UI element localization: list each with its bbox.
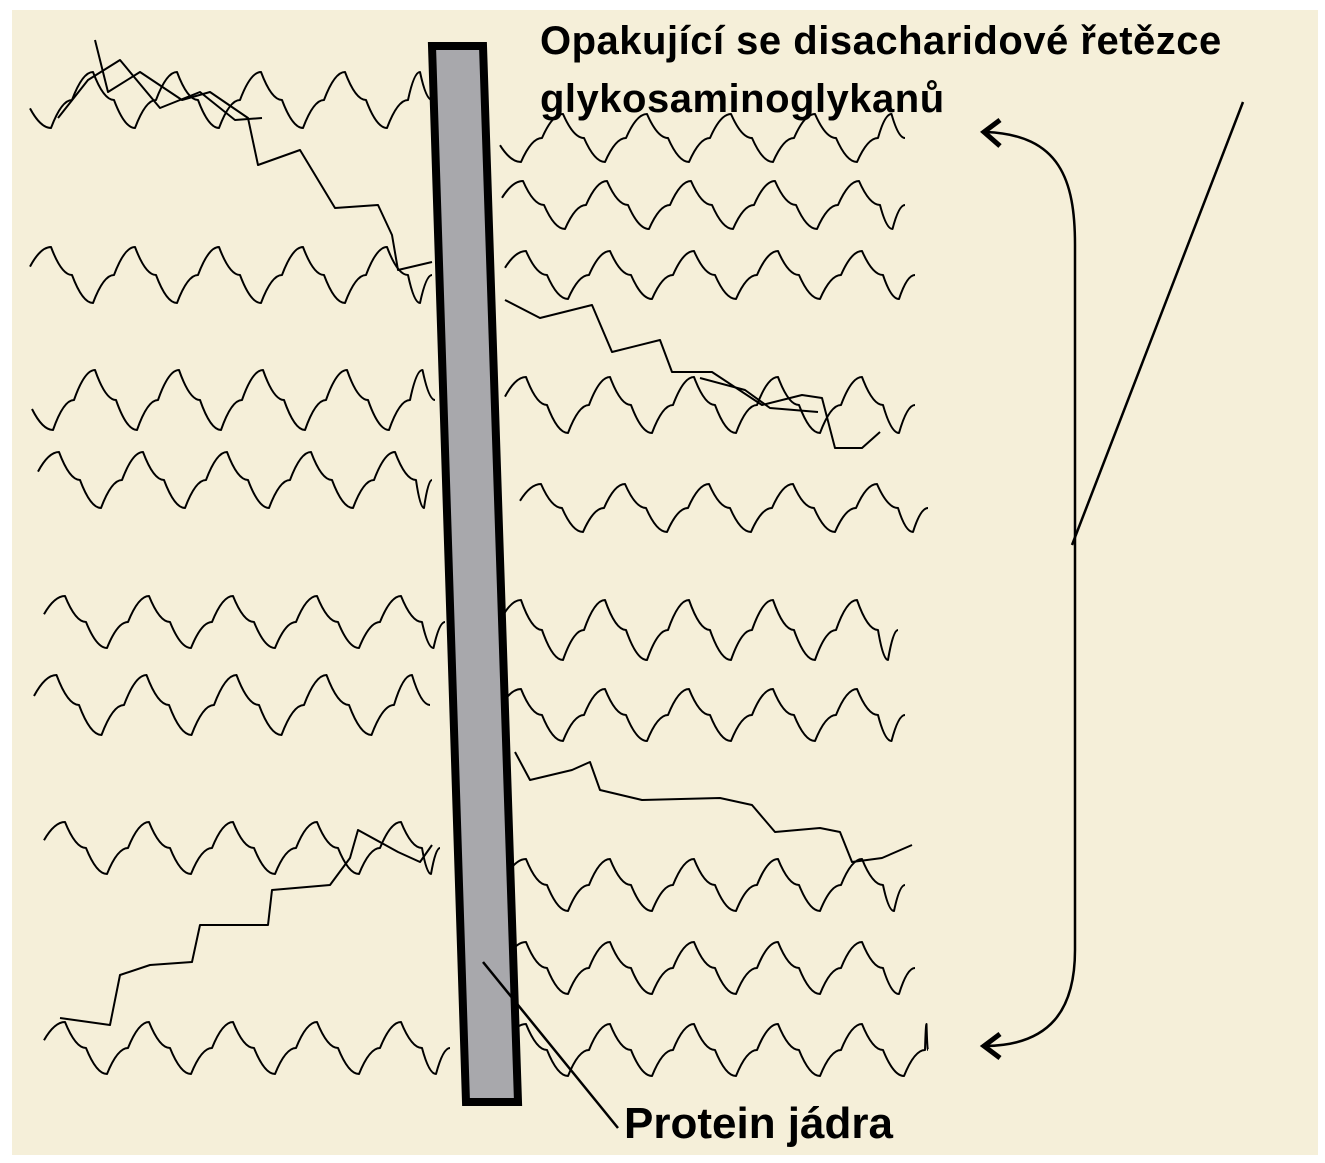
gag-chain-left (37, 451, 433, 509)
gag-chain-right (499, 113, 906, 163)
gag-chain-left (31, 369, 436, 431)
gag-label-line2: glykosaminoglykanů (540, 77, 945, 121)
tangle-strand-top (94, 39, 433, 271)
diagram-background (12, 10, 1318, 1155)
tangled-strands (57, 39, 913, 1026)
arrowhead-bottom (979, 1032, 1002, 1060)
gag-chain-left (33, 674, 431, 736)
gag-chain-left (43, 1021, 451, 1075)
gag-chain-right (499, 599, 899, 661)
gag-chain-right (519, 483, 929, 533)
gag-chain-right (504, 376, 916, 434)
gag-chains-right (499, 113, 929, 1077)
arrowhead-top (980, 118, 1002, 148)
gag-chain-right (499, 688, 906, 742)
tangle-strand-middle (504, 299, 881, 449)
gag-chain-right (504, 1023, 929, 1077)
protein-core-pointer (482, 961, 619, 1129)
gag-chains-left (29, 71, 451, 1075)
gag-label: Opakující se disacharidové řetězce glyko… (540, 12, 1222, 128)
tangle-strand-lower-right (514, 751, 913, 863)
protein-core-rod (427, 42, 523, 1106)
gag-chain-left (29, 246, 433, 304)
gag-chain-left (43, 595, 446, 649)
gag-label-bracket (979, 101, 1245, 1060)
bracket-curve (985, 130, 1077, 1048)
gag-chain-right (504, 250, 916, 300)
tangle-strand-middle-2 (699, 377, 819, 413)
gag-label-line1: Opakující se disacharidové řetězce (540, 19, 1222, 63)
protein-core-label: Protein jádra (624, 1099, 893, 1148)
gag-chain-right (504, 941, 916, 995)
gag-label-pointer (1070, 101, 1245, 546)
gag-chain-left (43, 821, 441, 875)
tangle-strand-top-2 (57, 59, 263, 121)
tangle-strand-lower-left (59, 829, 433, 1026)
gag-chain-right (501, 180, 906, 230)
gag-chain-left (29, 71, 433, 129)
